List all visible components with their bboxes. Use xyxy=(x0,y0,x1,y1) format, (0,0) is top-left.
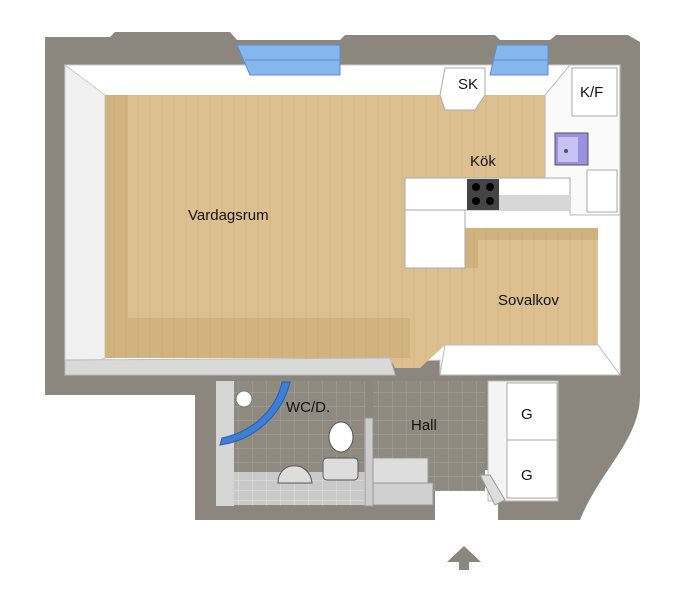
partition-wall xyxy=(439,344,621,376)
window-right xyxy=(489,44,549,76)
room-label-hall: Hall xyxy=(411,417,437,434)
room-label-bathroom: WC/D. xyxy=(286,399,330,416)
shower-screen-icon xyxy=(219,381,291,446)
entrance-arrow-icon xyxy=(447,546,481,570)
room-label-living: Vardagsrum xyxy=(188,207,269,224)
sink-icon xyxy=(554,132,589,166)
stove-icon xyxy=(467,179,499,210)
wardrobes xyxy=(479,380,559,506)
hall xyxy=(372,381,485,506)
room-label-kitchen: Kök xyxy=(470,153,496,170)
wall-top-left-shadow xyxy=(64,64,106,376)
living-bottom-wall xyxy=(64,357,396,376)
bidet-icon xyxy=(277,465,313,484)
room-label-fridge: K/F xyxy=(580,84,603,101)
wood-floor xyxy=(105,95,598,368)
window-left xyxy=(236,44,341,76)
wardrobe-label-1: G xyxy=(521,406,533,423)
wardrobe-label-2: G xyxy=(521,467,533,484)
toilet-icon xyxy=(322,421,359,481)
room-label-sk: SK xyxy=(458,76,478,93)
washbasin-icon xyxy=(235,390,253,408)
room-label-alcove: Sovalkov xyxy=(498,292,559,309)
